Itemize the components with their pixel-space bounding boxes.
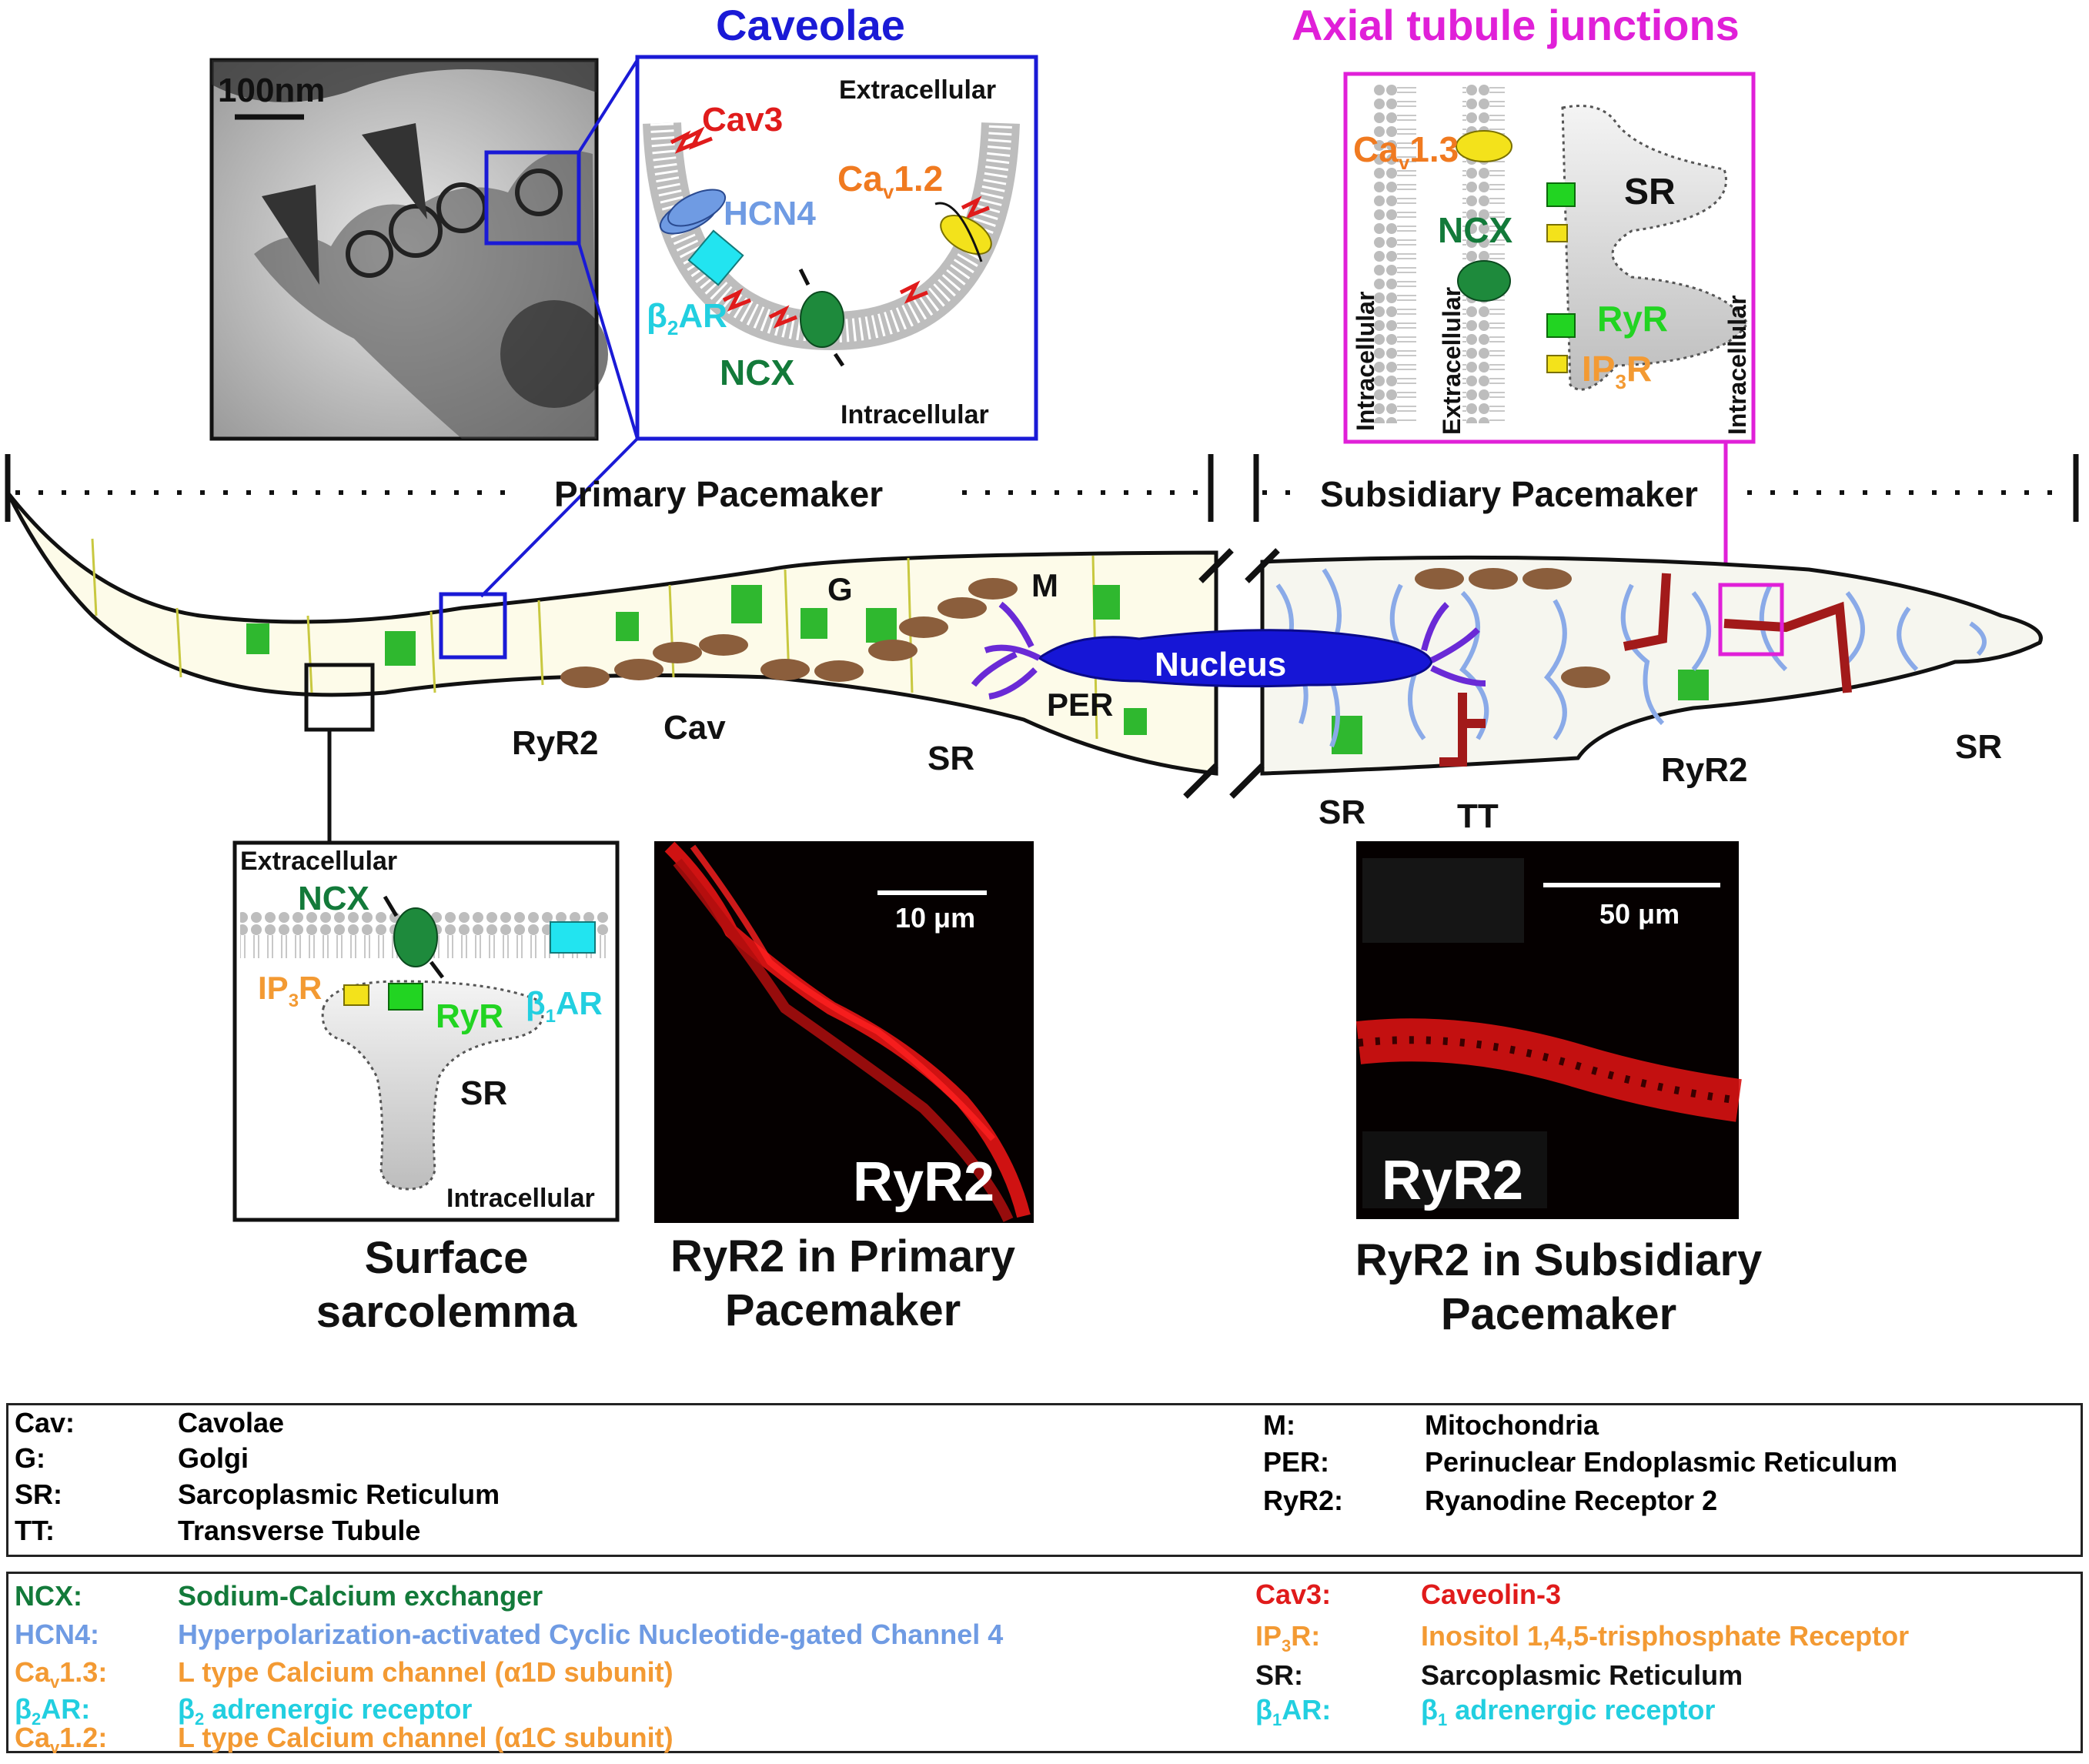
legend2-desc: β2 adrenergic receptor <box>178 1693 473 1729</box>
cav12-label: Cav1.2 <box>837 159 943 203</box>
surface-caption: Surface sarcolemma <box>254 1231 639 1339</box>
cav-label: Cav <box>663 709 726 747</box>
primary-micrograph <box>654 841 1034 1223</box>
hcn4-label: HCN4 <box>724 195 816 232</box>
caveolae-extracellular-label: Extracellular <box>839 75 996 105</box>
legend2-desc: Hyperpolarization-activated Cyclic Nucle… <box>178 1619 1004 1650</box>
legend2-abbr: IP3R: <box>1255 1620 1321 1656</box>
surface-ryr-label: RyR <box>436 997 503 1035</box>
axial-ncx-label: NCX <box>1438 210 1512 250</box>
sr-mid-label: SR <box>928 740 974 777</box>
caveolae-box <box>635 55 1038 441</box>
subsidiary-pacemaker-label: Subsidiary Pacemaker <box>1320 474 1698 514</box>
tt-label: TT <box>1457 797 1499 835</box>
legend1-desc: Transverse Tubule <box>178 1515 421 1546</box>
nucleus-label: Nucleus <box>1155 646 1286 683</box>
primary-caption-line2: Pacemaker <box>724 1285 961 1335</box>
surface-caption-line1: Surface <box>364 1233 529 1283</box>
sr-subsidiary-label: SR <box>1319 793 1365 831</box>
caveolae-ncx-label: NCX <box>720 352 794 393</box>
cav3-label: Cav3 <box>702 101 783 139</box>
legend1-desc: Perinuclear Endoplasmic Reticulum <box>1425 1446 1898 1478</box>
axial-tubule-title: Axial tubule junctions <box>1292 1 1740 49</box>
axial-intracellular-right: Intracellular <box>1723 296 1751 435</box>
surface-b1ar-label: β1AR <box>526 985 603 1027</box>
axial-ip3r-label: IP3R <box>1582 349 1652 393</box>
legend2-abbr: NCX: <box>15 1580 82 1612</box>
b2ar-label: β2AR <box>647 297 727 339</box>
legend1-abbr: TT: <box>15 1515 55 1546</box>
axial-sr-label: SR <box>1624 172 1676 212</box>
surface-sarcolemma-box <box>232 840 620 1222</box>
legend2-desc: β1 adrenergic receptor <box>1421 1694 1716 1730</box>
primary-micrograph-label: RyR2 <box>853 1151 994 1213</box>
legend1-desc: Golgi <box>178 1442 249 1474</box>
legend2-desc: Inositol 1,4,5-trisphosphate Receptor <box>1421 1620 1910 1652</box>
caveolae-intracellular-label: Intracellular <box>841 400 989 429</box>
protein-legend: NCX: Sodium-Calcium exchanger HCN4: Hype… <box>6 1572 2083 1757</box>
legend1-desc: Mitochondria <box>1425 1409 1599 1441</box>
legend2-abbr: Cav1.2: <box>15 1722 108 1758</box>
surface-ncx-label: NCX <box>298 880 369 917</box>
legend2-abbr: β1AR: <box>1255 1694 1332 1730</box>
legend2-desc: Sodium-Calcium exchanger <box>178 1580 543 1612</box>
surface-intracellular-label: Intracellular <box>446 1184 595 1213</box>
surface-sr-label: SR <box>460 1074 507 1112</box>
legend2-desc: L type Calcium channel (α1D subunit) <box>178 1656 673 1688</box>
ryr2-left-label: RyR2 <box>512 724 599 762</box>
primary-caption: RyR2 in Primary Pacemaker <box>616 1230 1070 1338</box>
legend1-abbr: G: <box>15 1442 45 1474</box>
pacemaker-ruler <box>5 454 2079 522</box>
legend1-desc: Cavolae <box>178 1407 285 1438</box>
legend2-abbr: HCN4: <box>15 1619 100 1650</box>
legend1-abbr: M: <box>1263 1409 1295 1441</box>
legend2-desc: Sarcoplasmic Reticulum <box>1421 1659 1743 1691</box>
cell-diagram: 100nm Extracellular Intracellular Cav3 H… <box>5 55 2079 1223</box>
subsidiary-caption-line1: RyR2 in Subsidiary <box>1355 1235 1763 1285</box>
mitochondria-label: M <box>1031 567 1058 603</box>
legend2-abbr: Cav3: <box>1255 1579 1332 1610</box>
ryr2-right-label: RyR2 <box>1661 751 1748 789</box>
legend2-abbr: SR: <box>1255 1659 1303 1691</box>
pacemaker-cell <box>5 491 2043 843</box>
primary-scale-label: 10 μm <box>895 902 975 934</box>
legend1-abbr: PER: <box>1263 1446 1330 1478</box>
axial-extracellular-label: Extracellular <box>1438 287 1466 435</box>
em-scale-label: 100nm <box>218 72 325 109</box>
legend2-desc: L type Calcium channel (α1C subunit) <box>178 1722 673 1753</box>
cav13-label: Cav1.3 <box>1353 129 1459 174</box>
legend1-abbr: RyR2: <box>1263 1485 1344 1516</box>
subsidiary-caption: RyR2 in Subsidiary Pacemaker <box>1293 1234 1824 1341</box>
legend1-desc: Sarcoplasmic Reticulum <box>178 1478 500 1510</box>
surface-extracellular-label: Extracellular <box>240 847 397 876</box>
surface-caption-line2: sarcolemma <box>316 1287 577 1337</box>
subsidiary-micrograph-label: RyR2 <box>1382 1150 1523 1211</box>
legend1-abbr: SR: <box>15 1478 62 1510</box>
axial-tubule-box <box>1343 72 1756 444</box>
legend2-abbr: β2AR: <box>15 1693 91 1729</box>
axial-intracellular-left: Intracellular <box>1352 292 1379 431</box>
golgi-label: G <box>827 571 853 607</box>
primary-pacemaker-label: Primary Pacemaker <box>554 474 883 514</box>
legend2-abbr: Cav1.3: <box>15 1656 108 1692</box>
subsidiary-caption-line2: Pacemaker <box>1440 1289 1677 1339</box>
legend1-desc: Ryanodine Receptor 2 <box>1425 1485 1718 1516</box>
per-label: PER <box>1047 687 1113 723</box>
subsidiary-micrograph <box>1355 841 1742 1219</box>
caveolae-title: Caveolae <box>716 1 905 49</box>
abbreviation-legend: Cav: Cavolae G: Golgi SR: Sarcoplasmic R… <box>6 1403 2083 1557</box>
electron-micrograph <box>209 58 608 441</box>
subsidiary-scale-label: 50 μm <box>1599 898 1680 930</box>
legend1-abbr: Cav: <box>15 1407 75 1438</box>
legend2-desc: Caveolin-3 <box>1421 1579 1562 1610</box>
primary-caption-line1: RyR2 in Primary <box>670 1231 1016 1281</box>
sr-right-label: SR <box>1955 728 2002 766</box>
surface-ip3r-label: IP3R <box>258 970 322 1011</box>
axial-ryr-label: RyR <box>1597 299 1668 339</box>
